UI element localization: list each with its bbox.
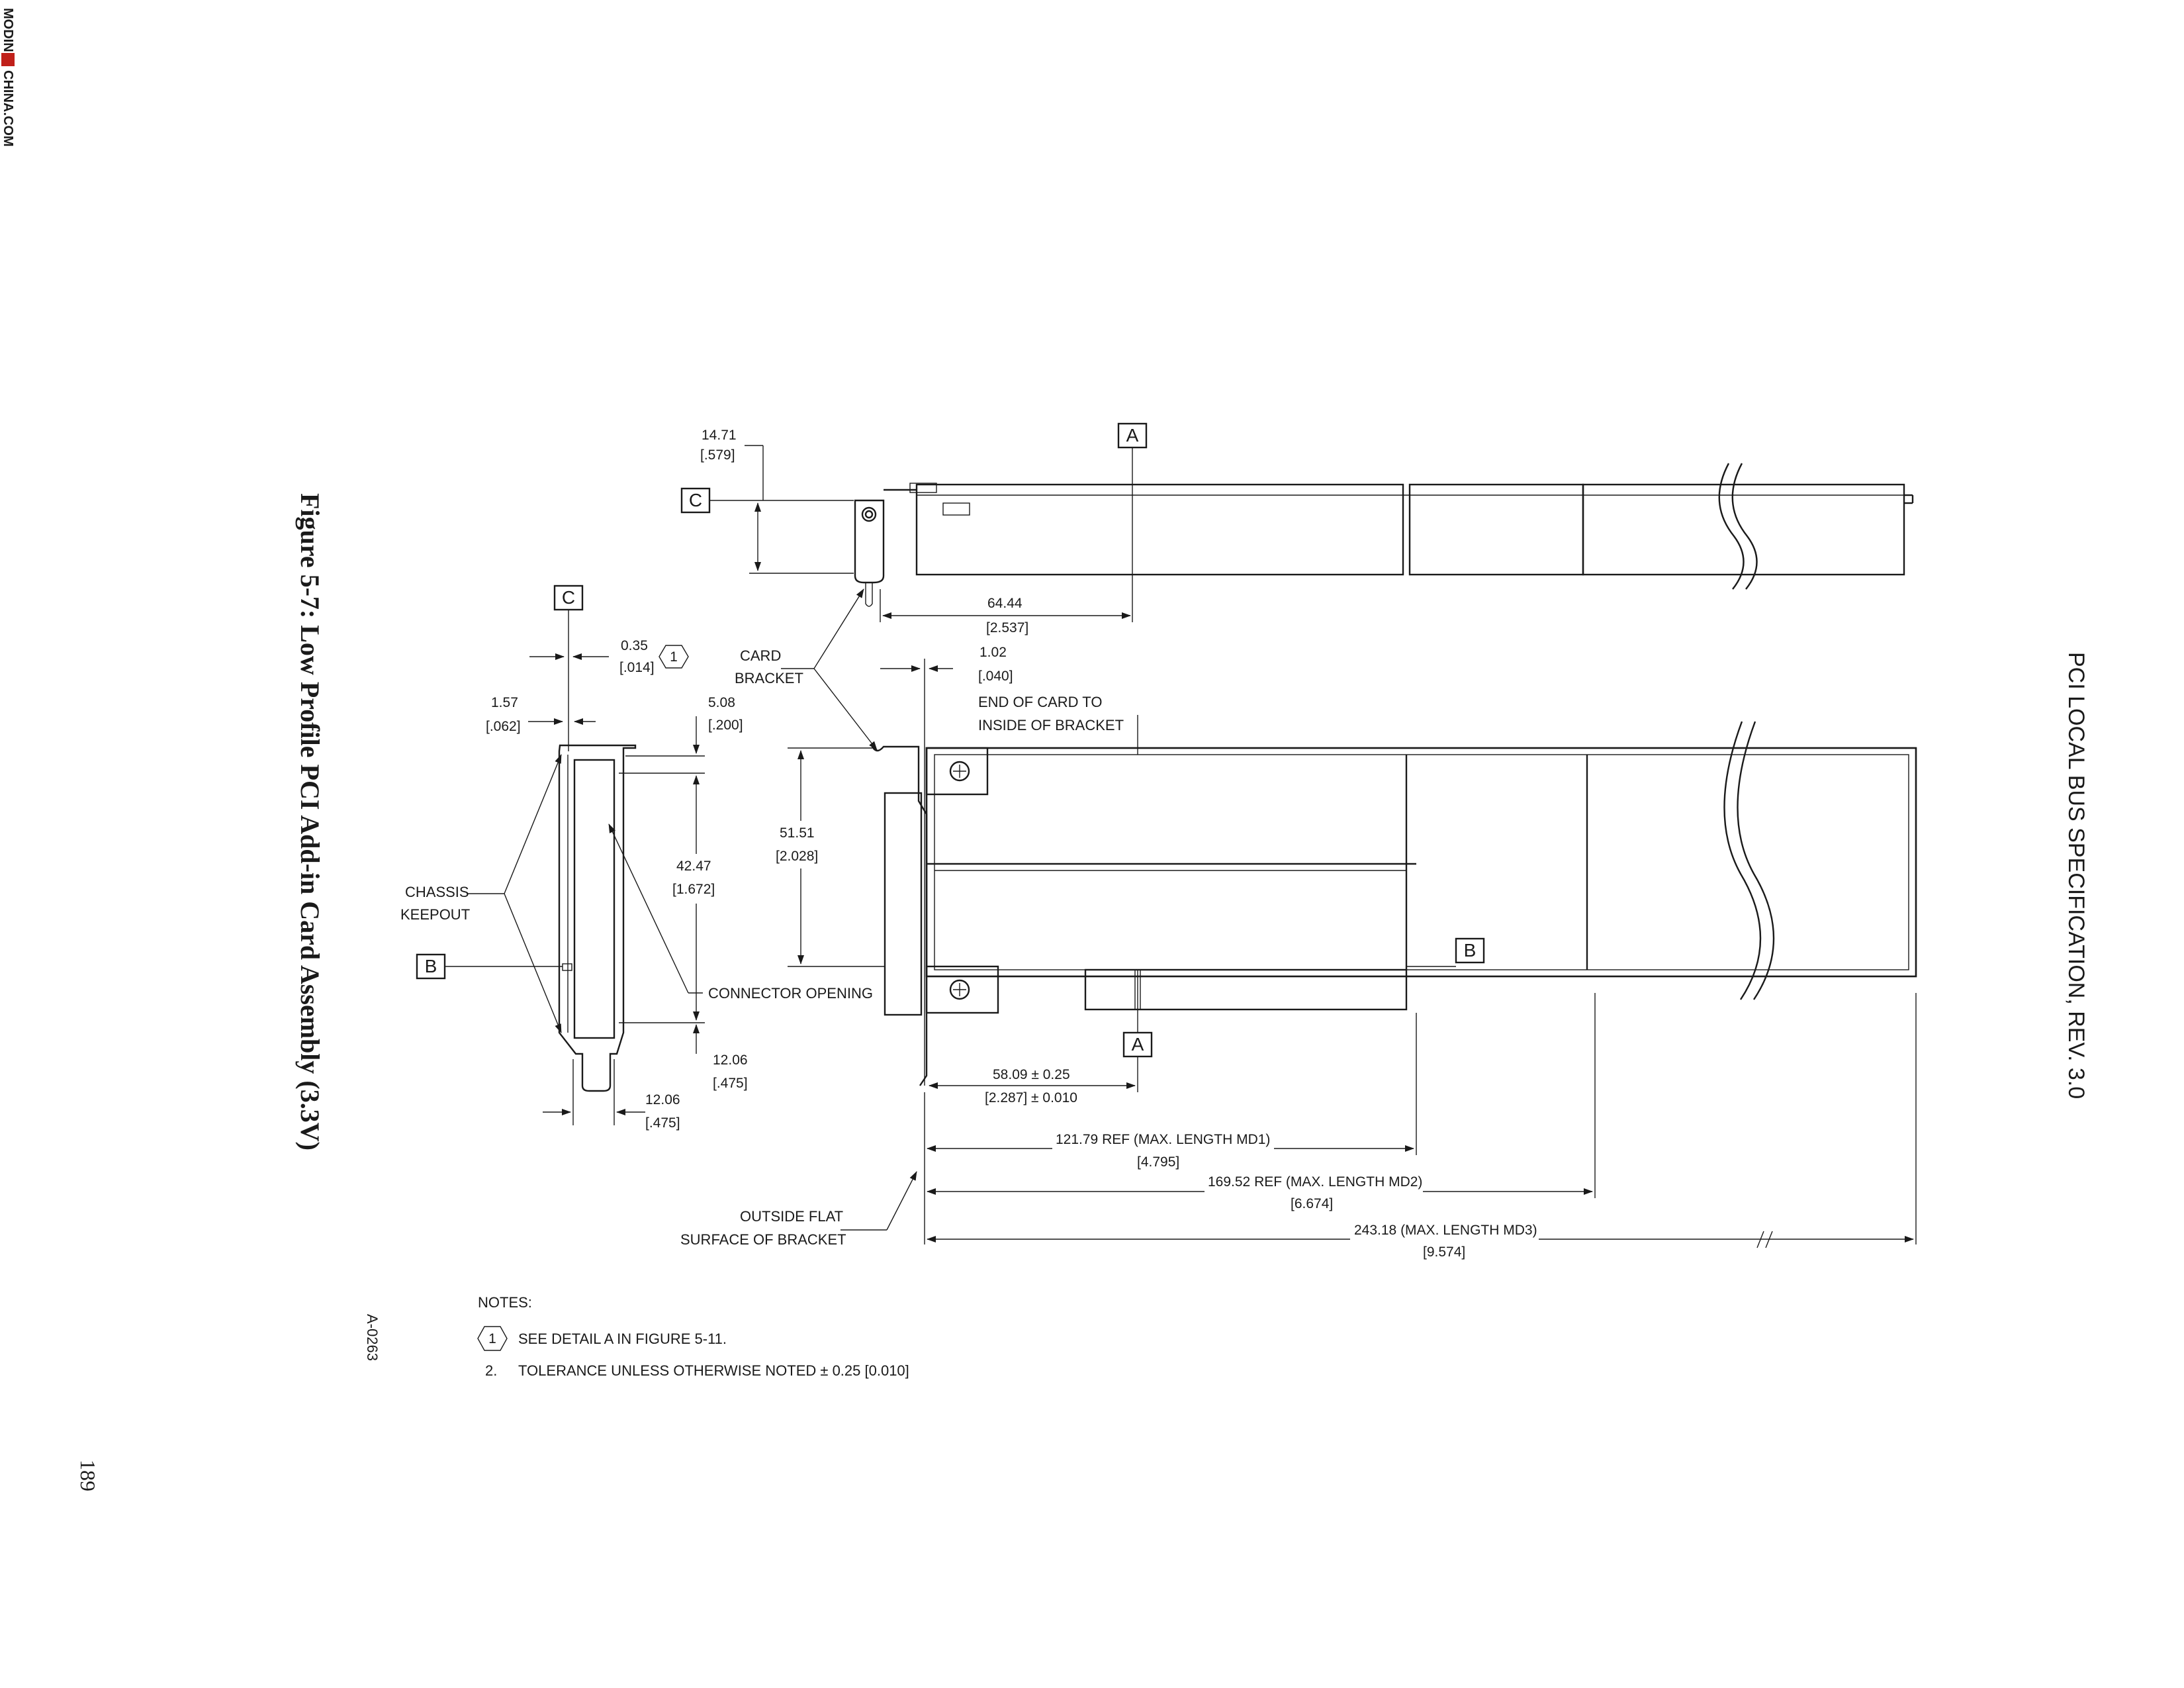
dim-1-57-in: [.062] [486, 719, 521, 734]
callout-card: CARD [740, 647, 781, 664]
dim-42-47-in: [1.672] [672, 882, 715, 897]
dim-1-02: 1.02 [979, 645, 1007, 660]
detail-flag-hexagon [659, 645, 689, 669]
mount-hole-bottom [925, 965, 999, 1014]
notes-title: NOTES: [478, 1294, 532, 1311]
dim-12-06-b-in: [.475] [645, 1115, 680, 1131]
dim-169-52-in: [6.674] [1291, 1196, 1333, 1211]
dim-51-51: 51.51 [780, 825, 815, 841]
drawing-id: A-0263 [364, 1314, 381, 1361]
watermark-left-text: MODIN [1, 8, 15, 52]
dim-51-51-in: [2.028] [776, 849, 818, 864]
bracket-hatch-front [884, 792, 923, 1016]
side-view: C 0.35 [.014] 1 1.57 [.062] 5.08 [.200] … [400, 585, 873, 1131]
card-body-md3-top [1582, 483, 1905, 576]
dim-58-09-in: [2.287] ± 0.010 [985, 1090, 1077, 1105]
detail-flag-number: 1 [670, 649, 678, 665]
dim-12-06-a: 12.06 [713, 1053, 748, 1068]
edge-connector [1084, 968, 1408, 1011]
dim-12-06-b: 12.06 [645, 1092, 680, 1107]
dim-12-06-a-in: [.475] [713, 1076, 748, 1091]
note-1-text: SEE DETAIL A IN FIGURE 5-11. [518, 1331, 727, 1347]
dim-0-35-in: [.014] [619, 660, 655, 675]
datum-b-side: B [425, 956, 437, 976]
dim-5-08: 5.08 [708, 695, 735, 710]
card-body-md2-top [1408, 483, 1584, 576]
dim-42-47: 42.47 [676, 859, 711, 874]
note-1-flag [477, 1326, 508, 1351]
watermark-right-text: CHINA.COM [1, 70, 15, 147]
callout-chassis: CHASSIS [405, 884, 469, 900]
card-bracket-top [854, 499, 885, 584]
front-view: CARD BRACKET 1.02 [.040] END OF CARD TO … [680, 588, 1917, 1260]
dim-64-44: 64.44 [987, 596, 1023, 611]
dim-0-35: 0.35 [621, 638, 648, 653]
datum-b-front: B [1464, 940, 1477, 961]
note-2-number: 2. [485, 1362, 497, 1379]
dim-1-57: 1.57 [491, 695, 518, 710]
dim-14-71: 14.71 [702, 428, 737, 443]
dim-5-08-in: [.200] [708, 718, 743, 733]
spec-header: PCI LOCAL BUS SPECIFICATION, REV. 3.0 [2064, 652, 2089, 1099]
dim-121-79-in: [4.795] [1137, 1154, 1179, 1170]
callout-keepout: KEEPOUT [400, 906, 470, 923]
mount-hole-top [925, 747, 989, 796]
dim-14-71-in: [.579] [700, 447, 735, 463]
dim-169-52: 169.52 REF (MAX. LENGTH MD2) [1208, 1174, 1422, 1190]
notes: NOTES: 1 SEE DETAIL A IN FIGURE 5-11. 2.… [477, 1294, 909, 1379]
dim-58-09: 58.09 ± 0.25 [993, 1067, 1070, 1082]
figure-caption: Figure 5-7: Low Profile PCI Add-in Card … [295, 493, 325, 1150]
dim-243-18: 243.18 (MAX. LENGTH MD3) [1354, 1223, 1537, 1238]
dim-121-79: 121.79 REF (MAX. LENGTH MD1) [1056, 1132, 1270, 1147]
break-line-top-1 [1718, 463, 1745, 590]
card-bracket-front [871, 745, 928, 1086]
bracket-side-profile [558, 744, 637, 1092]
watermark: MODIN CHINA.COM [1, 8, 15, 147]
callout-bracket: BRACKET [735, 670, 803, 686]
top-view: A C 14.71 [.579] 64.44 [2 [680, 422, 1914, 635]
datum-c-side: C [562, 587, 575, 608]
callout-surface-bracket: SURFACE OF BRACKET [680, 1231, 846, 1248]
callout-inside-bracket: INSIDE OF BRACKET [978, 717, 1124, 733]
datum-a-top: A [1126, 425, 1139, 445]
card-body-md1-top [915, 483, 1404, 576]
datum-b-front-box [1455, 937, 1485, 964]
dim-64-44-in: [2.537] [986, 620, 1028, 635]
break-line-front-1 [1723, 721, 1762, 1000]
datum-a-front: A [1132, 1034, 1144, 1055]
page-number: 189 [76, 1460, 100, 1491]
watermark-logo [1, 53, 15, 66]
connector-opening-hatch [573, 759, 615, 1039]
callout-connector-opening: CONNECTOR OPENING [708, 985, 873, 1002]
callout-end-of-card: END OF CARD TO [978, 694, 1102, 710]
break-line-top-2 [1731, 463, 1758, 590]
datum-c-top: C [689, 490, 702, 510]
callout-outside-flat: OUTSIDE FLAT [740, 1208, 843, 1225]
dim-1-02-in: [.040] [978, 669, 1013, 684]
note-2-text: TOLERANCE UNLESS OTHERWISE NOTED ± 0.25 … [518, 1362, 909, 1379]
break-line-front-2 [1737, 721, 1775, 1000]
dim-243-18-in: [9.574] [1423, 1244, 1465, 1260]
note-1-flag-number: 1 [488, 1331, 496, 1346]
